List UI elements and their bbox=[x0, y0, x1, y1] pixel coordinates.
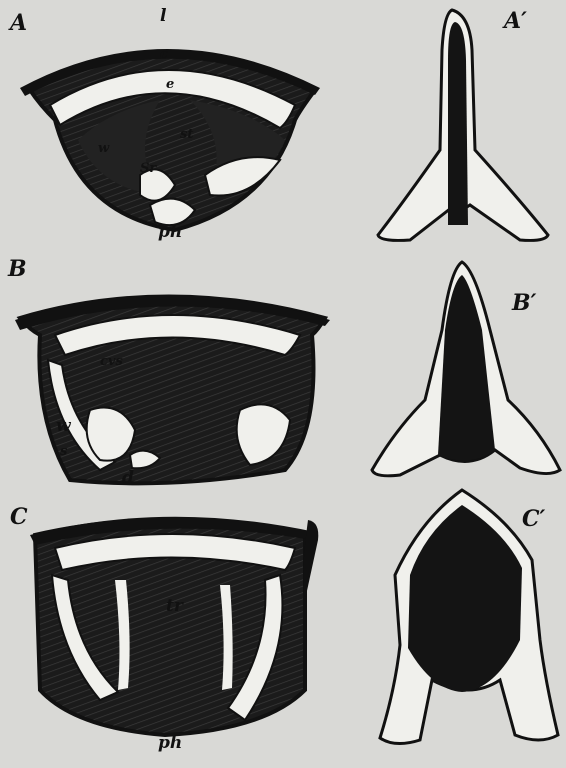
annotation-a-st: st bbox=[180, 128, 193, 141]
panel-a-label: A bbox=[10, 12, 27, 34]
panel-c-label: C bbox=[10, 506, 28, 528]
panel-c-prime-label: C′ bbox=[522, 508, 545, 530]
annotation-a-ph: ph bbox=[158, 224, 182, 241]
annotation-c-tr: tr bbox=[166, 598, 183, 615]
annotation-b-w: w bbox=[56, 418, 71, 435]
panel-a-prime-label: A′ bbox=[504, 10, 527, 32]
panel-b-label: B bbox=[8, 258, 27, 280]
panel-a-prime-drawing bbox=[378, 10, 548, 240]
annotation-b-s: s bbox=[60, 445, 67, 458]
annotation-a-w: w bbox=[98, 142, 109, 155]
annotation-a-c: c bbox=[160, 48, 168, 61]
annotation-a-e: e bbox=[166, 78, 174, 91]
annotation-b-cvs: cvs bbox=[100, 355, 123, 368]
annotation-c-ph: ph bbox=[158, 735, 182, 752]
panel-b-prime-label: B′ bbox=[512, 292, 536, 314]
annotation-a-l: l bbox=[160, 8, 166, 25]
annotation-a-sr: Sr bbox=[140, 162, 156, 175]
annotation-b-d: d bbox=[122, 470, 134, 487]
panel-c-drawing bbox=[30, 517, 318, 735]
